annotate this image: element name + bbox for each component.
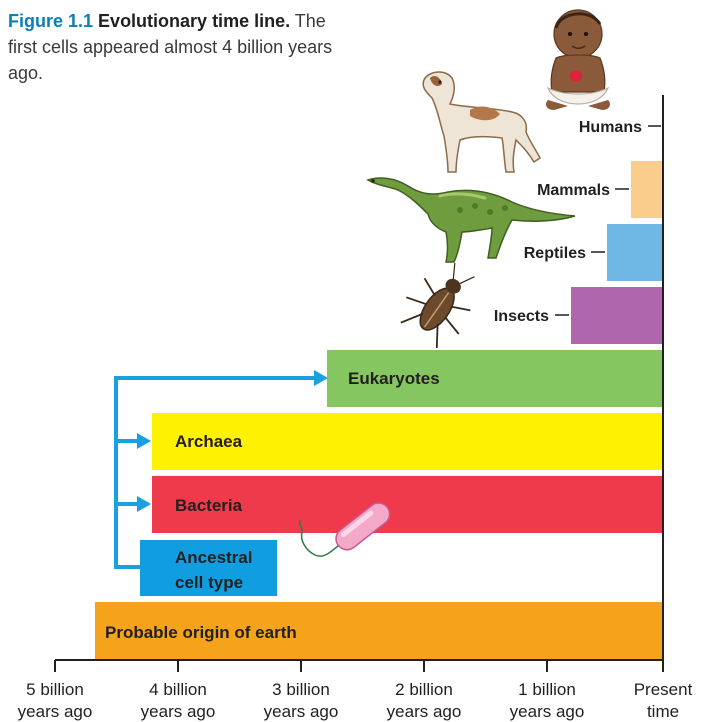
tick-label-4b-2: years ago	[141, 702, 216, 721]
bar-label-eukaryotes: Eukaryotes	[348, 369, 440, 388]
bar-reptiles	[607, 224, 663, 281]
side-label-reptiles: Reptiles	[524, 245, 586, 262]
arrowhead-bacteria	[137, 496, 151, 512]
bar-mammals	[631, 161, 663, 218]
bar-label-earth: Probable origin of earth	[105, 623, 297, 642]
tick-label-3b-1: 3 billion	[272, 680, 330, 699]
side-label-humans: Humans	[579, 119, 642, 136]
tick-label-1b-1: 1 billion	[518, 680, 576, 699]
lineage-bracket	[116, 378, 318, 567]
tick-label-4b-1: 4 billion	[149, 680, 207, 699]
insect-icon	[393, 251, 491, 353]
tick-label-2b-2: years ago	[387, 702, 462, 721]
tick-label-5b-2: years ago	[18, 702, 93, 721]
arrowhead-archaea	[137, 433, 151, 449]
side-label-mammals: Mammals	[537, 182, 610, 199]
tick-label-present-2: time	[647, 702, 679, 721]
tick-label-1b-2: years ago	[510, 702, 585, 721]
tick-label-5b-1: 5 billion	[26, 680, 84, 699]
bar-insects	[571, 287, 663, 344]
dog-icon	[423, 72, 540, 172]
arrowhead-eukaryotes	[314, 370, 328, 386]
tick-label-3b-2: years ago	[264, 702, 339, 721]
tick-label-2b-1: 2 billion	[395, 680, 453, 699]
bar-label-ancestral-2: cell type	[175, 573, 243, 592]
bar-label-bacteria: Bacteria	[175, 496, 243, 515]
side-label-insects: Insects	[494, 308, 549, 325]
human-baby-icon	[546, 10, 610, 110]
tick-label-present-1: Present	[634, 680, 693, 699]
bar-label-archaea: Archaea	[175, 432, 243, 451]
bar-label-ancestral-1: Ancestral	[175, 548, 252, 567]
